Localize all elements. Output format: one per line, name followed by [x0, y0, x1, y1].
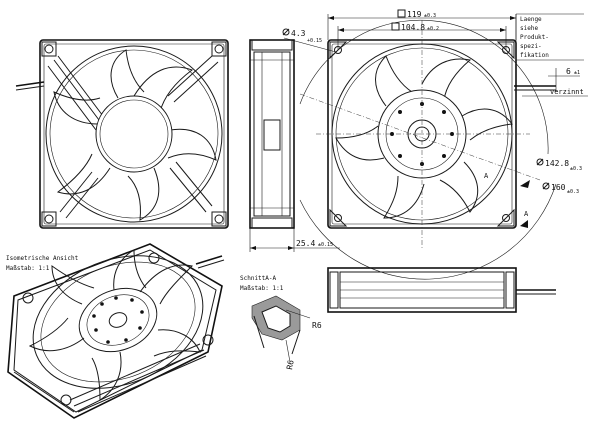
lead-length-box — [515, 13, 588, 97]
diameter-outer-value: 160 — [551, 183, 566, 192]
isometric-scale: Maßstab: 1:1 — [6, 265, 50, 272]
diameter-inner-tol: ±0.3 — [570, 166, 582, 172]
outer-width-tol: ±0.3 — [424, 13, 436, 19]
diameter-inner-value: 142.8 — [545, 159, 569, 168]
top-dimensions — [327, 9, 517, 50]
impeller-blades — [53, 49, 217, 221]
fan-isometric-view — [7, 243, 225, 419]
fan-front-view — [15, 39, 229, 229]
hole-spacing-value: 104.8 — [401, 23, 425, 32]
lead-note-3: Produkt- — [520, 34, 549, 41]
radius-label-1: R6 — [312, 321, 322, 330]
iso-slots — [13, 343, 207, 413]
isometric-title: Isometrische Ansicht — [6, 255, 79, 262]
diameter-labels — [520, 158, 550, 228]
mount-hole-dimension — [282, 28, 337, 53]
depth-tol: ±0.15 — [318, 242, 333, 248]
hub — [95, 95, 173, 173]
section-view — [251, 295, 311, 363]
section-marker-1: A — [484, 172, 489, 180]
lead-note-5: fikation — [520, 52, 549, 59]
mount-hole-value: 4.3 — [291, 29, 306, 38]
rear-blades — [335, 55, 513, 219]
hole-spacing-tol: ±0.2 — [427, 26, 439, 32]
section-marker-2: A — [524, 210, 529, 218]
fan-side-view — [249, 39, 295, 229]
fan-rear-view — [327, 39, 556, 229]
iso-hub-holes — [92, 296, 144, 344]
lead-strip-value: 6 — [566, 67, 571, 76]
lead-note-2: siehe — [520, 25, 538, 32]
section-scale: Maßstab: 1:1 — [240, 285, 284, 292]
lead-note-4: spezi- — [520, 43, 542, 50]
mount-holes — [41, 41, 227, 227]
lead-note-1: Laenge — [520, 16, 542, 23]
section-title: SchnittA-A — [240, 275, 277, 282]
outer-width-value: 119 — [407, 10, 422, 19]
tinned-note: verzinnt — [550, 88, 584, 96]
fan-bottom-view — [327, 267, 556, 313]
diameter-arcs — [299, 19, 557, 280]
depth-dimension — [249, 228, 340, 252]
lead-strip-tol: ±1 — [574, 70, 580, 76]
radius-label-2: R6 — [285, 359, 296, 370]
cable — [15, 81, 45, 87]
depth-value: 25.4 — [296, 239, 315, 248]
mount-hole-tol: +0.15 — [307, 38, 322, 44]
diameter-outer-tol: ±0.3 — [567, 189, 579, 195]
